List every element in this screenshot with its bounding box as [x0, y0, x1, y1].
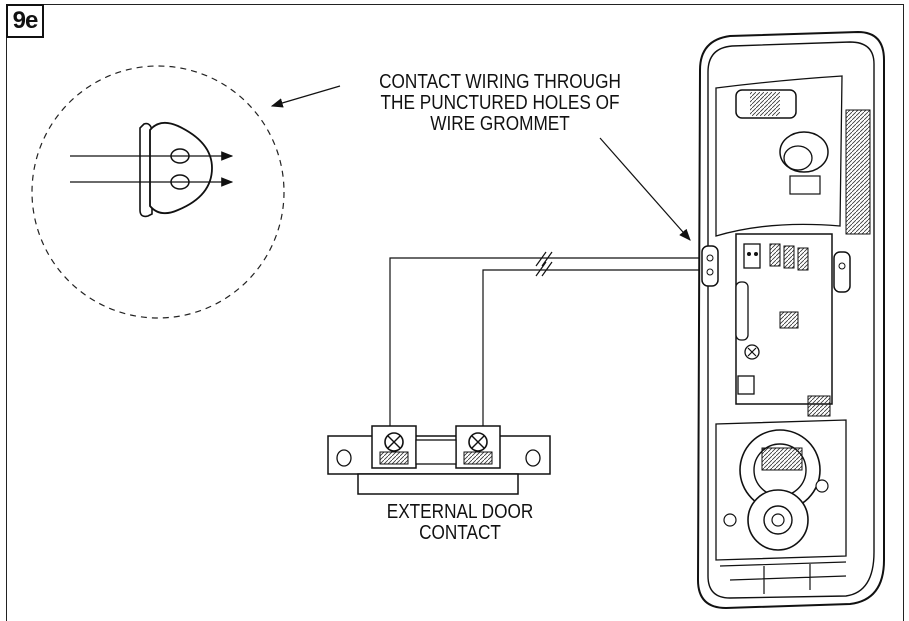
battery-icon — [735, 89, 797, 119]
door-contact-line-1: EXTERNAL DOOR — [386, 501, 534, 523]
wiring-callout-line-3: WIRE GROMMET — [430, 113, 570, 135]
wiring-callout-line-2: THE PUNCTURED HOLES OF — [380, 92, 620, 114]
door-contact-line-2: CONTACT — [419, 522, 501, 544]
terminal-screw-icon — [463, 432, 493, 465]
connector-block-icon — [743, 243, 809, 271]
callout-leader-lines — [270, 85, 691, 241]
terminal-screw-icon — [379, 432, 409, 465]
wire-arrows — [70, 151, 234, 187]
grommet-detail-view — [31, 65, 285, 319]
board-screw-icon — [744, 344, 760, 360]
wiring-callout-line-1: CONTACT WIRING THROUGH — [379, 71, 621, 93]
figure-frame — [6, 4, 904, 621]
lock-mechanism-icon — [715, 395, 847, 561]
step-number-badge: 9e — [6, 4, 44, 38]
lock-housing — [696, 30, 885, 610]
contact-wires — [389, 251, 712, 428]
housing-grommet-icon — [701, 245, 851, 293]
wire-grommet-icon — [139, 121, 213, 218]
wiring-callout-label: CONTACT WIRING THROUGH THE PUNCTURED HOL… — [328, 72, 672, 135]
cylinder-icon — [779, 131, 829, 195]
door-contact-label: EXTERNAL DOOR CONTACT — [340, 502, 581, 544]
external-door-contact — [327, 425, 551, 495]
